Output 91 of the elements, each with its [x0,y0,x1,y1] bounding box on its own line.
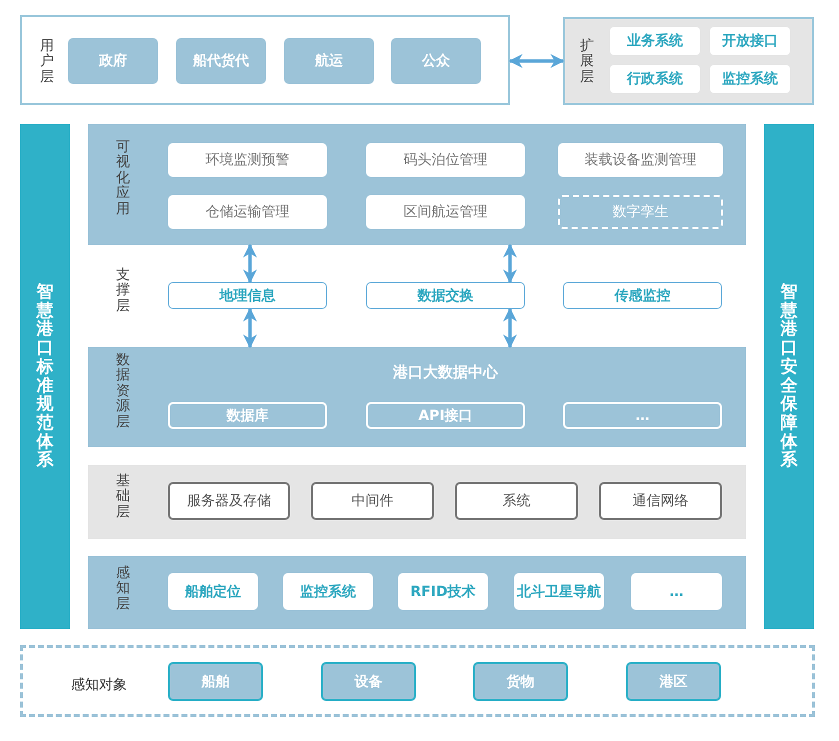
module-label: 船代货代 [193,52,249,70]
module-box [168,282,327,309]
module-box [168,195,327,229]
module-label: 仓储运输管理 [206,203,290,221]
module-label: 政府 [99,52,127,70]
module-label: API接口 [418,406,473,424]
module-box [473,662,568,701]
module-label: 码头泊位管理 [404,151,488,169]
layer-label: 用户层 [40,39,54,86]
object-band [20,645,815,717]
module-box [514,573,604,610]
module-box [558,143,723,177]
layer-label: 支撑层 [116,268,130,314]
module-label: 服务器及存储 [187,492,271,510]
layer-label: 基础层 [116,474,130,520]
module-box [321,662,416,701]
module-label: 设备 [354,672,382,690]
double-arrow [243,308,257,348]
module-label: 船舶定位 [185,582,241,600]
module-box [168,482,290,520]
module-label: 监控系统 [722,70,778,88]
layer-label: 感知层 [116,566,130,612]
module-box [710,65,790,93]
module-box [284,38,374,84]
module-box [455,482,578,520]
layer-band [20,15,510,105]
module-label: 数字孪生 [612,203,668,221]
module-label: 公众 [422,52,450,70]
module-box [168,143,327,177]
module-label: 港区 [660,672,688,690]
layer-band [88,347,746,447]
module-box [610,65,700,93]
module-label: 北斗卫星导航 [517,582,601,600]
module-box [68,38,158,84]
module-label: 传感监控 [614,286,670,304]
double-arrow [503,308,517,348]
module-label: 数据交换 [418,286,474,304]
module-box [563,282,722,309]
layer-label: 扩展层 [580,39,594,86]
module-box [366,282,525,309]
module-label: 船舶 [202,672,230,690]
center-title: 港口大数据中心 [392,363,500,382]
module-label: 中间件 [352,492,394,510]
module-label: 监控系统 [300,582,356,600]
module-box [168,573,258,610]
layer-label: 数据资源层 [116,353,130,430]
module-label: 开放接口 [722,32,778,50]
module-box [391,38,481,84]
module-box [283,573,373,610]
module-box [311,482,434,520]
module-label: … [636,408,650,424]
module-box [631,573,722,610]
module-label: 数据库 [226,406,268,424]
module-label: 系统 [502,492,530,510]
double-arrow [503,244,517,284]
side-pillar [20,124,70,629]
module-box [626,662,721,701]
module-box [168,402,327,429]
object-label: 感知对象 [71,676,127,694]
pillar-label: 智慧港口标准规范体系 [36,283,54,470]
module-label: 航运 [315,52,343,70]
layer-label: 可视化应用 [116,140,130,217]
module-box [366,195,525,229]
side-pillar [764,124,814,629]
layer-band [88,124,746,245]
module-label: 通信网络 [632,492,688,510]
module-label: … [670,584,684,600]
module-box [710,27,790,55]
module-box [366,143,525,177]
module-label: 业务系统 [627,32,683,50]
module-label: RFID技术 [410,582,476,600]
module-box [168,662,263,701]
module-label: 装载设备监测管理 [584,151,696,169]
layer-band [88,465,746,539]
module-label: 区间航运管理 [404,203,488,221]
module-box [366,402,525,429]
module-box [558,195,723,229]
layer-band [88,556,746,629]
module-box [563,402,722,429]
module-label: 货物 [506,672,534,690]
layer-band [563,17,814,105]
module-box [176,38,266,84]
pillar-label: 智慧港口安全保障体系 [780,283,798,470]
module-box [610,27,700,55]
module-label: 地理信息 [220,286,276,304]
module-box [599,482,722,520]
module-label: 环境监测预警 [206,151,290,169]
double-arrow [508,54,564,68]
module-label: 行政系统 [627,70,683,88]
module-box [398,573,488,610]
double-arrow [243,244,257,284]
